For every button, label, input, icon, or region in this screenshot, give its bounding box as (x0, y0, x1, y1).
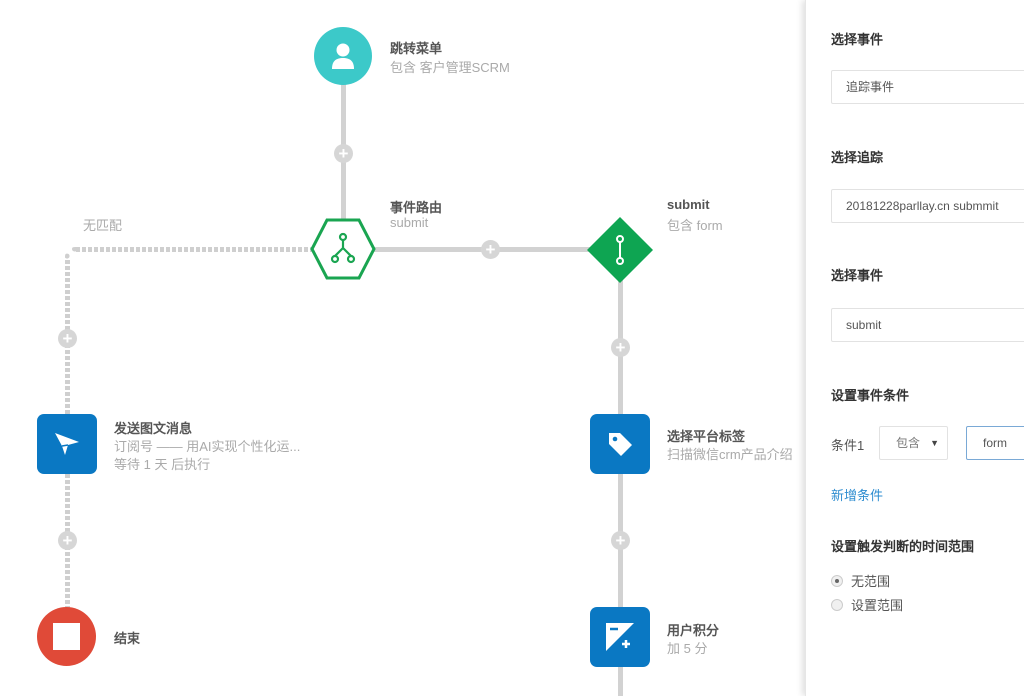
select-event-label: 选择事件 (831, 32, 884, 47)
condition-section-label: 设置事件条件 (831, 388, 910, 403)
select-event2-label: 选择事件 (831, 268, 884, 283)
no-match-label: 无匹配 (83, 218, 123, 233)
select-event-dropdown[interactable]: 追踪事件 (831, 70, 1024, 104)
node-title: 跳转菜单 (390, 41, 443, 56)
node-delay: 等待 1 天 后执行 (114, 457, 211, 472)
stop-icon (53, 623, 80, 650)
node-subtitle: 扫描微信crm产品介绍 (667, 447, 793, 462)
node-title: 选择平台标签 (667, 429, 746, 444)
connector (618, 280, 623, 696)
flow-canvas[interactable]: + + + + + + 跳转菜单 包含 客户管理SCRM 事件路由 submit… (0, 0, 806, 696)
condition-value-input[interactable]: form (966, 426, 1024, 460)
node-subtitle: 包含 form (667, 218, 723, 233)
select-track-label: 选择追踪 (831, 150, 884, 165)
radio-no-range[interactable]: 无范围 (831, 571, 890, 590)
node-title: 事件路由 (390, 200, 443, 215)
node-platform-tag[interactable] (590, 414, 650, 474)
send-icon (55, 433, 79, 455)
operator-value: 包含 (896, 436, 921, 450)
node-user-points[interactable] (590, 607, 650, 667)
add-step-button[interactable]: + (611, 531, 630, 550)
add-step-button[interactable]: + (611, 338, 630, 357)
plus-minus-icon (606, 623, 634, 651)
select-track-dropdown[interactable]: 20181228parllay.cn submmit (831, 189, 1024, 223)
radio-label: 无范围 (851, 574, 891, 589)
node-title: 发送图文消息 (114, 421, 193, 436)
node-subtitle: 加 5 分 (667, 641, 708, 656)
add-step-button[interactable]: + (58, 329, 77, 348)
dotted-connector (76, 247, 312, 252)
radio-set-range[interactable]: 设置范围 (831, 595, 903, 614)
time-range-label: 设置触发判断的时间范围 (831, 539, 975, 554)
link-icon (616, 235, 624, 265)
node-title: submit (667, 197, 710, 212)
node-submit-condition[interactable] (587, 217, 653, 283)
node-end[interactable] (37, 607, 96, 666)
node-subtitle: 订阅号 —— 用AI实现个性化运... (114, 439, 301, 454)
select-event2-dropdown[interactable]: submit (831, 308, 1024, 342)
add-step-button[interactable]: + (481, 240, 500, 259)
user-icon (332, 43, 354, 69)
settings-panel: 选择事件 追踪事件 选择追踪 20181228parllay.cn submmi… (805, 0, 1024, 696)
condition-operator-select[interactable]: 包含 ▼ (879, 426, 948, 460)
node-jump-menu[interactable] (314, 27, 372, 85)
node-subtitle: 包含 客户管理SCRM (390, 60, 510, 75)
radio-unchecked-icon (831, 598, 843, 611)
dotted-corner (65, 247, 79, 261)
add-step-button[interactable]: + (334, 144, 353, 163)
branch-icon (330, 232, 356, 264)
condition1-label: 条件1 (831, 438, 865, 453)
node-title: 结束 (114, 631, 141, 646)
radio-label: 设置范围 (851, 598, 904, 613)
caret-down-icon: ▼ (930, 438, 939, 448)
tag-icon (609, 433, 632, 456)
node-send-message[interactable] (37, 414, 97, 474)
add-step-button[interactable]: + (58, 531, 77, 550)
node-subtitle: submit (390, 215, 429, 230)
node-event-router[interactable] (310, 218, 376, 280)
node-title: 用户积分 (667, 623, 720, 638)
radio-checked-icon (831, 574, 843, 587)
add-condition-link[interactable]: 新增条件 (831, 488, 884, 503)
